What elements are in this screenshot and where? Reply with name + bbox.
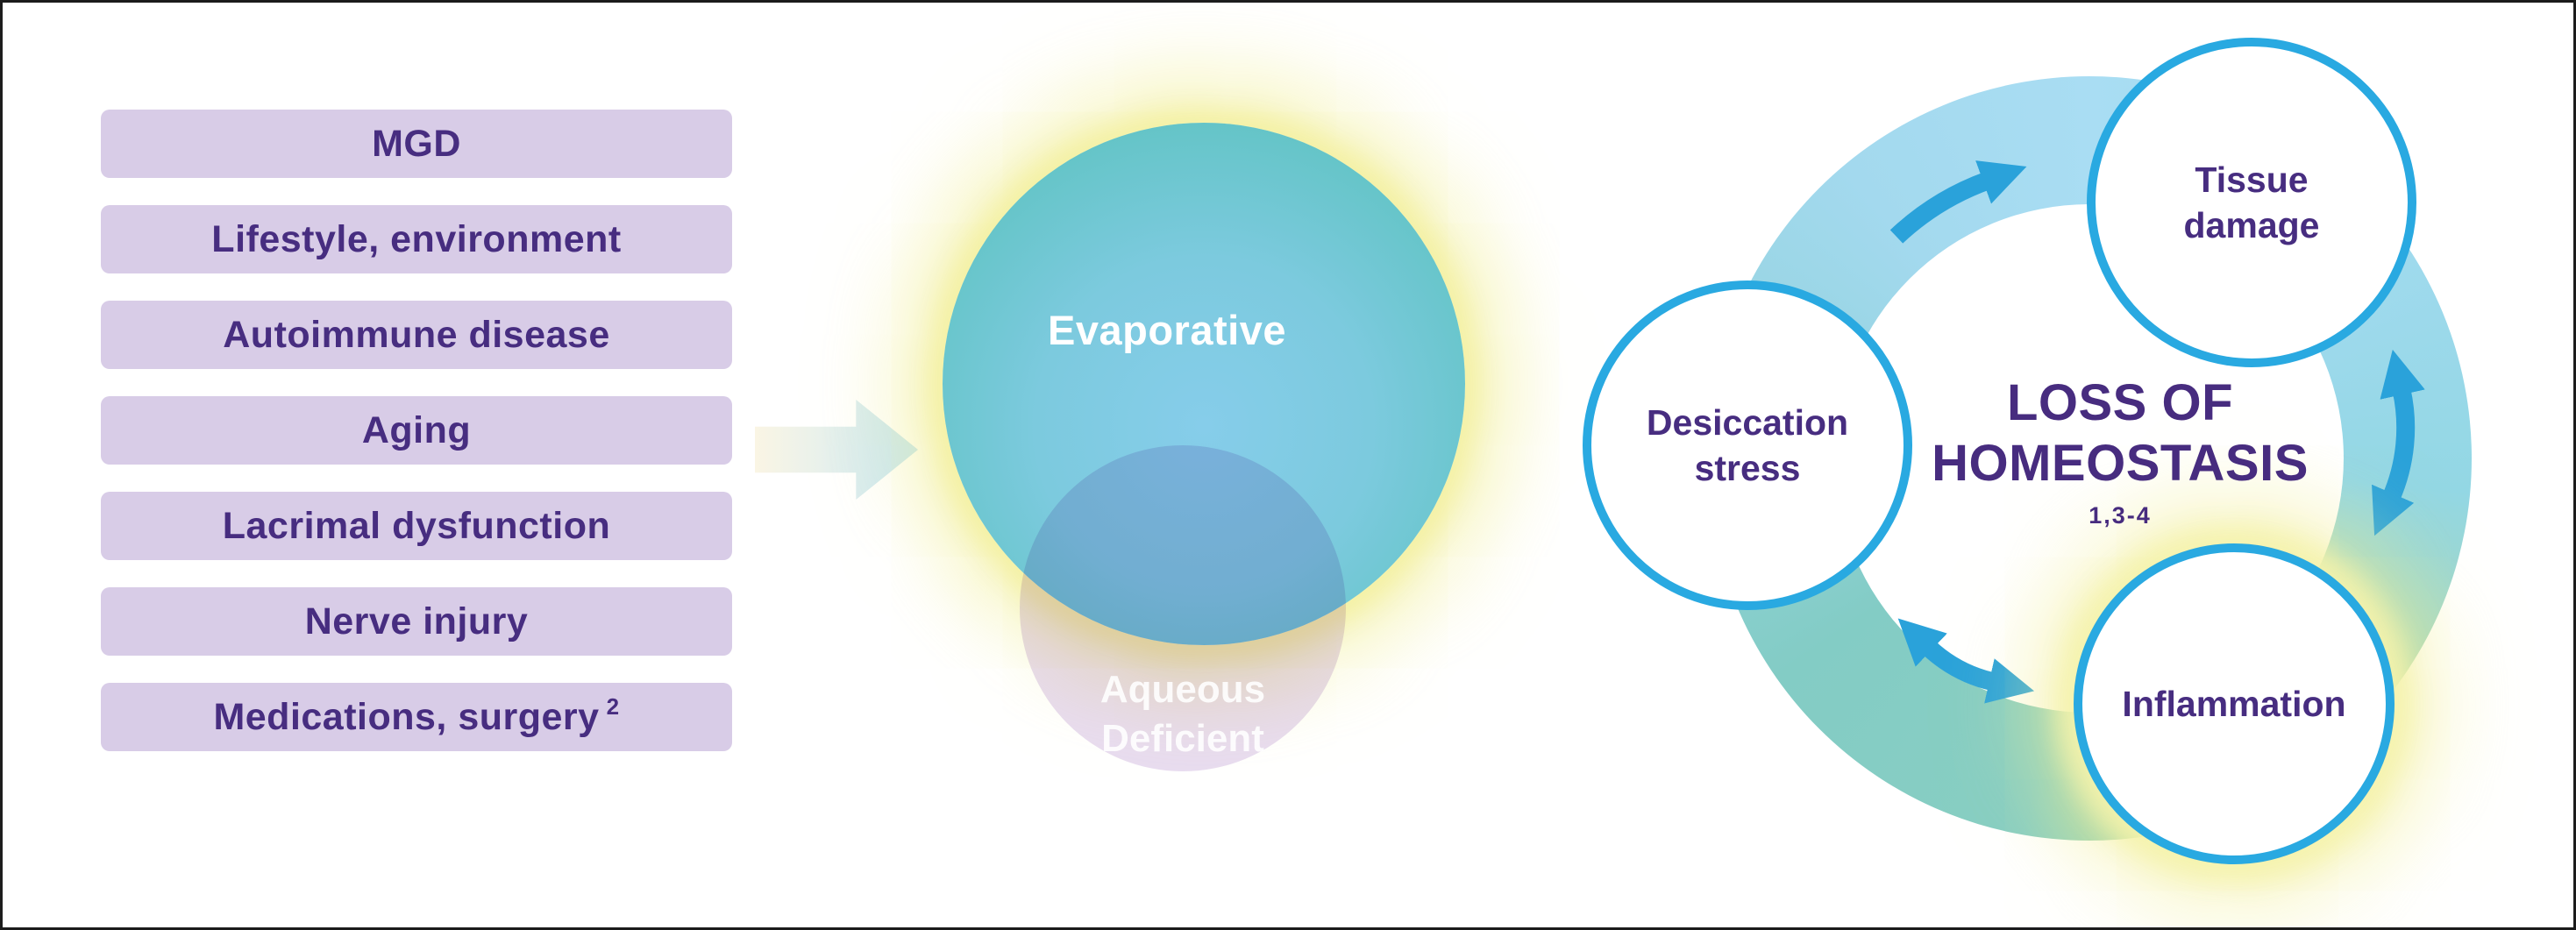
aqueous-deficient-label: Aqueous Deficient bbox=[1099, 668, 1266, 760]
risk-factor-list: MGD Lifestyle, environment Autoimmune di… bbox=[101, 110, 732, 751]
risk-factor-label: Lifestyle, environment bbox=[211, 217, 622, 260]
evaporative-label: Evaporative bbox=[1048, 306, 1286, 353]
risk-factor-label: Lacrimal dysfunction bbox=[222, 504, 611, 547]
node-inflammation: Inflammation bbox=[2074, 543, 2395, 864]
risk-factor-label: Aging bbox=[361, 408, 472, 451]
cycle-arrows bbox=[1889, 160, 2425, 704]
cycle-arrow-up-icon bbox=[1889, 160, 2027, 244]
cycle-arrow-bottom-double-icon bbox=[1897, 618, 2035, 704]
risk-factor-box-lifestyle: Lifestyle, environment bbox=[101, 205, 732, 273]
risk-factor-box-nerve: Nerve injury bbox=[101, 587, 732, 656]
cycle-center-text: LOSS OF HOMEOSTASIS 1,3-4 bbox=[1866, 373, 2374, 529]
risk-factor-box-mgd: MGD bbox=[101, 110, 732, 178]
risk-factor-label: Autoimmune disease bbox=[223, 313, 610, 356]
risk-factor-box-medications: Medications, surgery 2 bbox=[101, 683, 732, 751]
risk-factor-label: MGD bbox=[372, 122, 461, 165]
node-tissue-damage: Tissue damage bbox=[2087, 38, 2416, 367]
aqueous-deficient-circle bbox=[1020, 445, 1346, 771]
node-desiccation-stress: Desiccation stress bbox=[1583, 280, 1912, 610]
risk-factor-label: Nerve injury bbox=[304, 600, 529, 642]
risk-factor-label: Medications, surgery bbox=[213, 695, 600, 738]
cycle-title: LOSS OF HOMEOSTASIS bbox=[1932, 374, 2309, 492]
right-arrow-icon bbox=[755, 400, 918, 500]
risk-factor-box-aging: Aging bbox=[101, 396, 732, 465]
homeostasis-cycle: Tissue damage Desiccation stress Inflamm… bbox=[1572, 29, 2563, 905]
dry-eye-venn: Evaporative Aqueous Deficient bbox=[897, 73, 1511, 862]
cycle-arrow-right-double-icon bbox=[2372, 349, 2425, 536]
cycle-reference: 1,3-4 bbox=[2089, 502, 2152, 529]
risk-factor-box-autoimmune: Autoimmune disease bbox=[101, 301, 732, 369]
risk-factor-box-lacrimal: Lacrimal dysfunction bbox=[101, 492, 732, 560]
reference-superscript: 2 bbox=[606, 692, 620, 720]
